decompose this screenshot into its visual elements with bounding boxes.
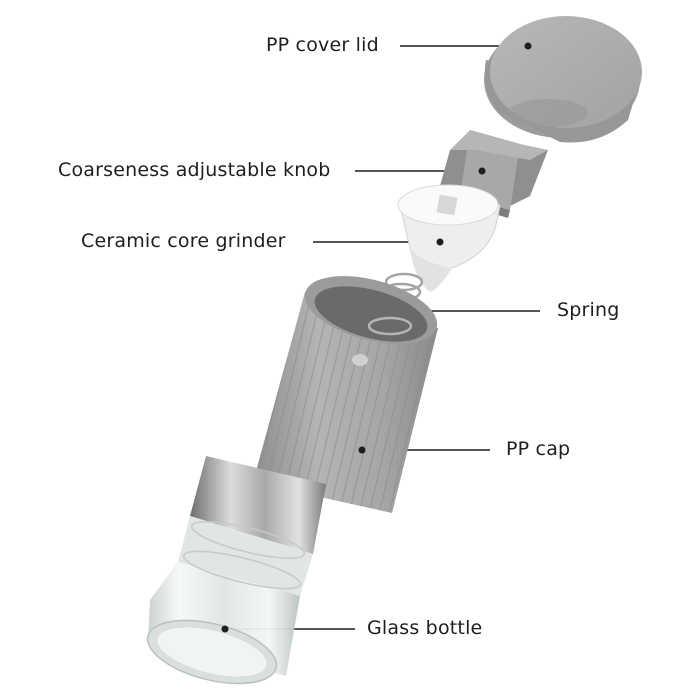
steel-band-part: [190, 456, 326, 554]
label-knob: Coarseness adjustable knob: [58, 159, 331, 181]
cover-lid-part: [484, 16, 642, 143]
label-cover-lid: PP cover lid: [266, 34, 379, 56]
label-glass-bottle: Glass bottle: [367, 617, 483, 639]
label-spring: Spring: [557, 299, 620, 321]
label-pp-cap: PP cap: [506, 438, 571, 460]
ceramic-core-part: [397, 184, 501, 292]
label-ceramic-core: Ceramic core grinder: [81, 230, 286, 252]
glass-bottle-part: [146, 516, 313, 685]
